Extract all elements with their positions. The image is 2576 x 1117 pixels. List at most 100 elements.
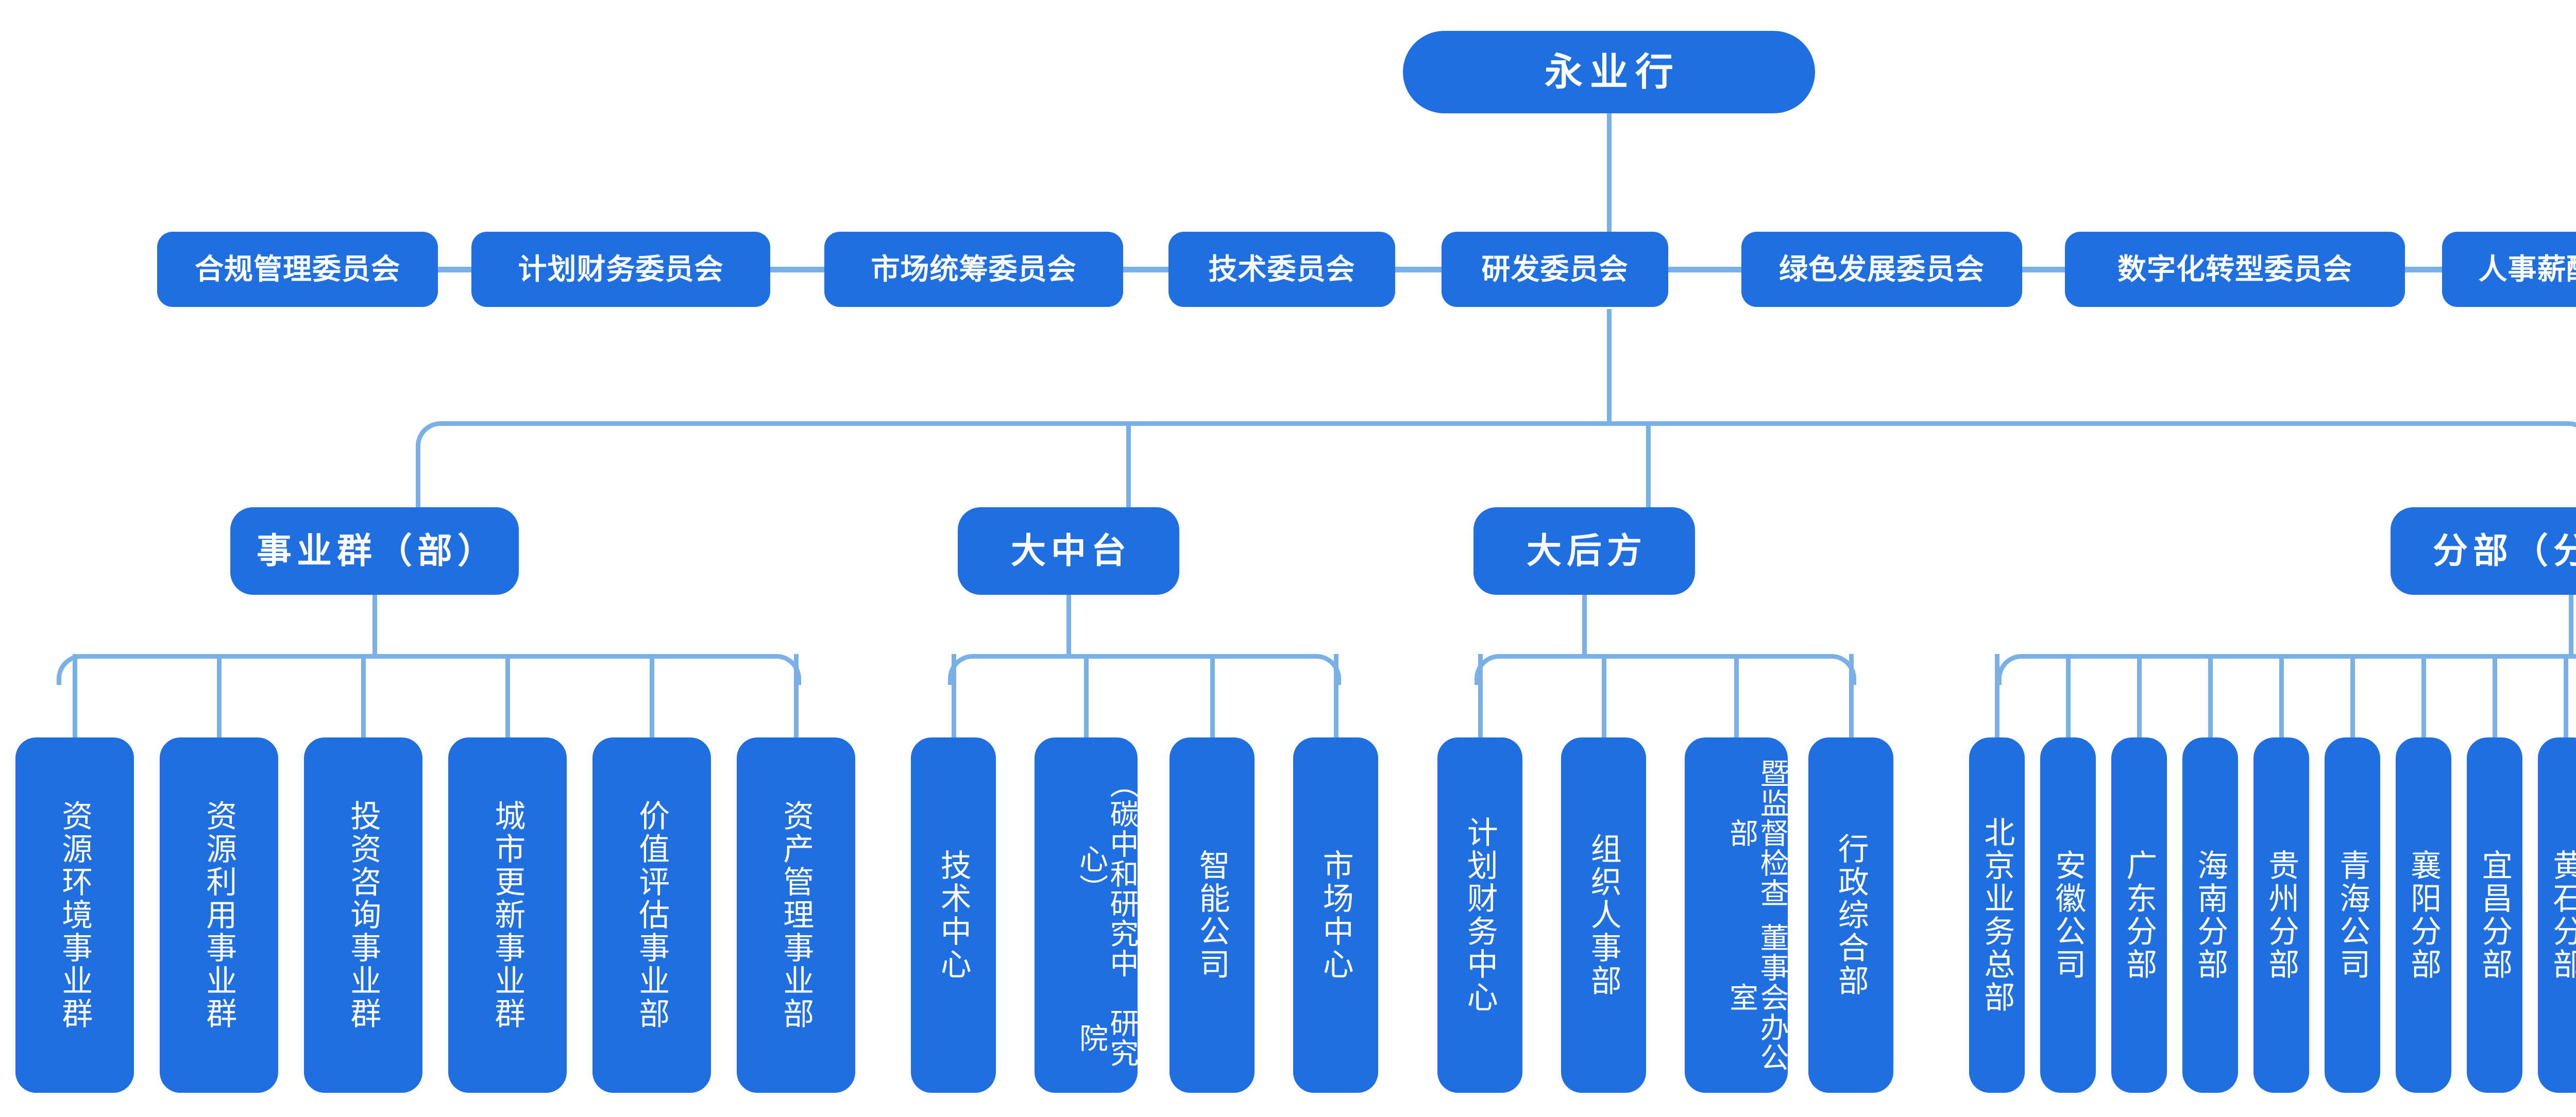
root-node-label: 永业行 (1545, 50, 1681, 94)
branches-node-9[interactable]: 黄石分部 (2538, 737, 2576, 1093)
connector-group-3-to-bus (1582, 595, 1587, 659)
back-office-node-3[interactable]: 暨监督检查部董事会办公室 (1685, 737, 1789, 1093)
connector-bus-4-leaf-4 (2208, 654, 2213, 741)
connector-bus-1-leaf-2 (217, 654, 222, 741)
leaf-node-label-column: （碳中和研究中心） (1075, 769, 1139, 979)
connector-bus-2-leaf-2 (1084, 654, 1089, 741)
connector-bus-4-leaf-9 (2564, 654, 2568, 741)
committee-link-6 (2022, 267, 2065, 272)
committee-node-4[interactable]: 技术委员会 (1168, 232, 1395, 307)
business-units-node-6[interactable]: 资产管理事业部 (737, 737, 855, 1093)
leaf-node-label: 组织人事部 (1586, 833, 1621, 998)
branches-node-3[interactable]: 广东分部 (2111, 737, 2167, 1093)
committee-node-5[interactable]: 研发委员会 (1442, 232, 1668, 307)
committee-node-label: 数字化转型委员会 (2117, 252, 2352, 285)
leaf-node-label: 计划财务中心 (1463, 816, 1498, 1014)
committee-node-8[interactable]: 人事薪酬委员会 (2442, 232, 2576, 307)
branches-node-6[interactable]: 青海公司 (2325, 737, 2380, 1093)
branches-node-5[interactable]: 贵州分部 (2253, 737, 2309, 1093)
leaf-node-label-column: 董事会办公室 (1725, 922, 1789, 1072)
leaf-node-label: 投资咨询事业群 (346, 800, 381, 1030)
connector-bus-4-leaf-3 (2137, 654, 2142, 741)
connector-bus-to-group-zhongtai (1126, 421, 1131, 512)
leaf-node-label: 贵州分部 (2264, 849, 2299, 981)
leaf-node-label: 技术中心 (936, 849, 971, 981)
group-header-3[interactable]: 大后方 (1473, 507, 1695, 595)
committee-node-label: 绿色发展委员会 (1779, 252, 1985, 285)
committee-link-5 (1668, 267, 1741, 272)
leaf-node-label: 智能公司 (1195, 849, 1230, 981)
leaf-node-label-column: 研究院 (1075, 1008, 1139, 1069)
committee-node-label: 市场统筹委员会 (871, 252, 1077, 285)
root-node-yongyexing[interactable]: 永业行 (1403, 31, 1815, 113)
committee-node-label: 研发委员会 (1481, 252, 1629, 285)
middle-platform-node-2[interactable]: （碳中和研究中心） 研究院 (1035, 737, 1139, 1093)
committee-link-4 (1395, 267, 1442, 272)
leaf-bus-1 (57, 654, 801, 685)
committee-link-7 (2405, 267, 2442, 272)
leaf-node-label: 资源环境事业群 (57, 800, 92, 1030)
connector-bus-3-leaf-4 (1849, 654, 1854, 741)
branches-node-1[interactable]: 北京业务总部 (1969, 737, 2025, 1093)
back-office-node-2[interactable]: 组织人事部 (1561, 737, 1646, 1093)
middle-platform-node-4[interactable]: 市场中心 (1293, 737, 1378, 1093)
group-header-label: 事业群（部） (256, 531, 498, 571)
leaf-bus-4 (1997, 654, 2576, 685)
business-units-node-2[interactable]: 资源利用事业群 (160, 737, 278, 1093)
connector-bus-1-leaf-5 (650, 654, 654, 741)
business-units-node-4[interactable]: 城市更新事业群 (448, 737, 567, 1093)
connector-bus-1-leaf-3 (361, 654, 366, 741)
committee-node-1[interactable]: 合规管理委员会 (157, 232, 438, 307)
leaf-node-label: 市场中心 (1318, 849, 1353, 981)
committee-link-3 (1123, 267, 1168, 272)
leaf-node-label: 青海公司 (2335, 849, 2370, 981)
business-units-node-1[interactable]: 资源环境事业群 (15, 737, 134, 1093)
branches-node-2[interactable]: 安徽公司 (2040, 737, 2096, 1093)
committee-node-2[interactable]: 计划财务委员会 (471, 232, 770, 307)
leaf-node-label: 广东分部 (2122, 849, 2157, 981)
committee-node-label: 合规管理委员会 (195, 252, 400, 285)
committee-node-3[interactable]: 市场统筹委员会 (824, 232, 1123, 307)
committee-node-7[interactable]: 数字化转型委员会 (2065, 232, 2405, 307)
branches-node-8[interactable]: 宜昌分部 (2467, 737, 2522, 1093)
business-units-node-3[interactable]: 投资咨询事业群 (304, 737, 422, 1093)
middle-platform-node-3[interactable]: 智能公司 (1170, 737, 1255, 1093)
back-office-node-1[interactable]: 计划财务中心 (1437, 737, 1522, 1093)
connector-bus-3-leaf-1 (1478, 654, 1483, 741)
leaf-bus-2 (948, 654, 1341, 685)
leaf-node-label: 资产管理事业部 (778, 800, 814, 1030)
connector-bus-4-leaf-8 (2493, 654, 2497, 741)
connector-bus-4-leaf-2 (2066, 654, 2071, 741)
group-header-label: 分部（分公司） (2432, 531, 2576, 571)
group-header-1[interactable]: 事业群（部） (230, 507, 519, 595)
leaf-node-label: 海南分部 (2193, 849, 2228, 981)
connector-bus-to-group-houfang (1646, 421, 1651, 512)
committee-link-2 (770, 267, 824, 272)
group-header-label: 大后方 (1526, 531, 1647, 571)
connector-group-2-to-bus (1066, 595, 1071, 659)
connector-root-to-committee-bus (1607, 113, 1612, 267)
group-header-4[interactable]: 分部（分公司） (2391, 507, 2576, 595)
leaf-node-label: 价值评估事业部 (634, 800, 669, 1030)
main-group-bus (416, 421, 2576, 512)
committee-link-1 (438, 267, 471, 272)
leaf-node-label: 城市更新事业群 (490, 800, 525, 1030)
back-office-node-4[interactable]: 行政综合部 (1808, 737, 1893, 1093)
connector-bus-4-leaf-6 (2350, 654, 2355, 741)
branches-node-4[interactable]: 海南分部 (2182, 737, 2238, 1093)
leaf-node-label: 行政综合部 (1834, 833, 1869, 998)
connector-bus-4-leaf-5 (2279, 654, 2284, 741)
committee-node-label: 人事薪酬委员会 (2478, 252, 2576, 285)
middle-platform-node-1[interactable]: 技术中心 (911, 737, 996, 1093)
connector-bus-4-leaf-1 (1995, 654, 1999, 741)
connector-bus-2-leaf-3 (1210, 654, 1215, 741)
branches-node-7[interactable]: 襄阳分部 (2396, 737, 2451, 1093)
connector-root-trunk (1607, 309, 1612, 422)
leaf-node-label: 北京业务总部 (1979, 816, 2014, 1014)
leaf-node-label: 资源利用事业群 (201, 800, 236, 1030)
group-header-2[interactable]: 大中台 (958, 507, 1179, 595)
committee-node-6[interactable]: 绿色发展委员会 (1741, 232, 2022, 307)
committee-node-label: 技术委员会 (1208, 252, 1355, 285)
business-units-node-5[interactable]: 价值评估事业部 (592, 737, 711, 1093)
leaf-bus-3 (1475, 654, 1856, 685)
